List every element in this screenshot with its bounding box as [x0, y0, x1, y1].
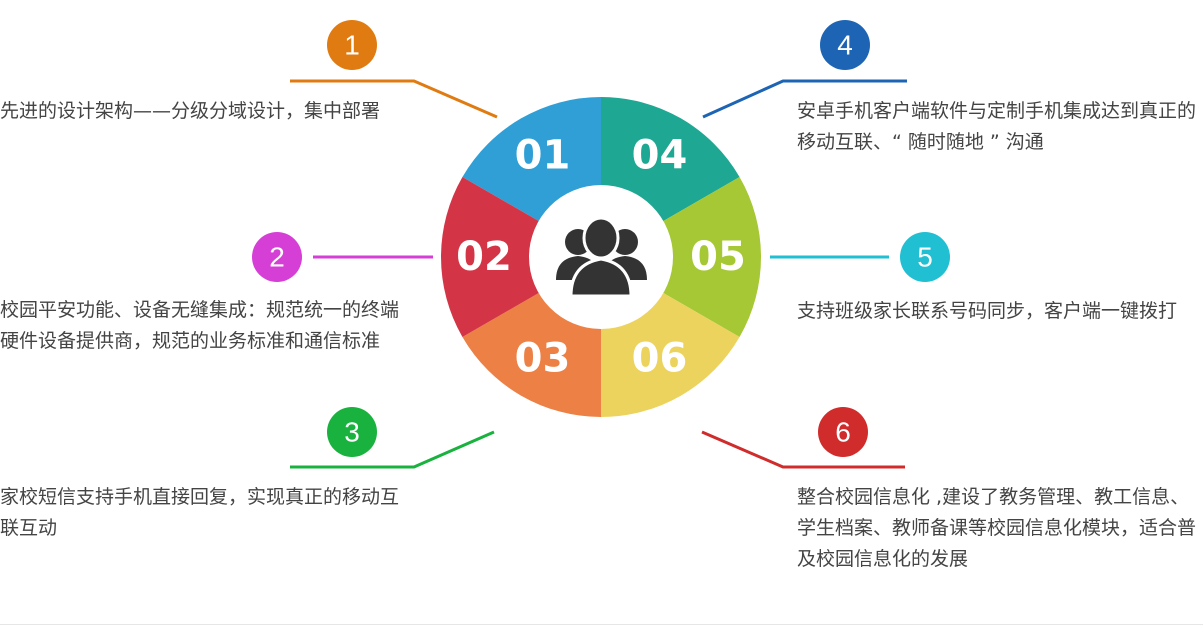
wheel-segment-label-02: 02	[456, 234, 512, 280]
item-5-text: 支持班级家长联系号码同步，客户端一键拨打	[797, 300, 1178, 322]
number-badge-label-3: 3	[344, 417, 360, 448]
number-badge-1	[327, 20, 377, 70]
wheel-segment-label-04: 04	[632, 133, 688, 179]
connector-line-4	[702, 79, 907, 119]
wheel-segment-02	[441, 177, 601, 337]
number-badge-6	[818, 407, 868, 457]
wheel-segment-05	[601, 177, 761, 337]
item-3-text: 家校短信支持手机直接回复，实现真正的移动互联互动	[0, 486, 400, 539]
wheel-segment-label-06: 06	[632, 335, 688, 381]
number-badge-label-4: 4	[837, 30, 853, 61]
number-badge-4	[820, 20, 870, 70]
connectors	[290, 79, 907, 469]
number-badge-2	[252, 232, 302, 282]
number-badge-5	[900, 232, 950, 282]
connector-line-1	[290, 79, 498, 119]
number-badge-label-2: 2	[269, 242, 285, 273]
wheel-center	[529, 185, 673, 329]
badges: 1 2 3 4 5 6	[252, 20, 950, 457]
item-2-text: 校园平安功能、设备无缝集成：规范统一的终端硬件设备提供商，规范的业务标准和通信标…	[0, 299, 400, 352]
wheel-segment-label-01: 01	[515, 133, 571, 179]
wheel-segment-label-03: 03	[515, 335, 571, 381]
users-group-icon	[556, 216, 647, 298]
number-badge-label-5: 5	[917, 242, 933, 273]
connector-line-6	[701, 430, 905, 469]
number-badge-label-1: 1	[344, 30, 360, 61]
wheel-segment-label-05: 05	[690, 234, 746, 280]
number-badge-label-6: 6	[835, 417, 851, 448]
item-1-text: 先进的设计架构——分级分域设计，集中部署	[0, 100, 381, 122]
number-badge-3	[327, 407, 377, 457]
item-6-text: 整合校园信息化 ,建设了教务管理、教工信息、学生档案、教师备课等校园信息化模块，…	[797, 486, 1197, 570]
bottom-divider	[0, 624, 1203, 625]
connector-line-3	[290, 430, 495, 469]
item-4-text: 安卓手机客户端软件与定制手机集成达到真正的移动互联、“ 随时随地 ” 沟通	[797, 100, 1197, 153]
